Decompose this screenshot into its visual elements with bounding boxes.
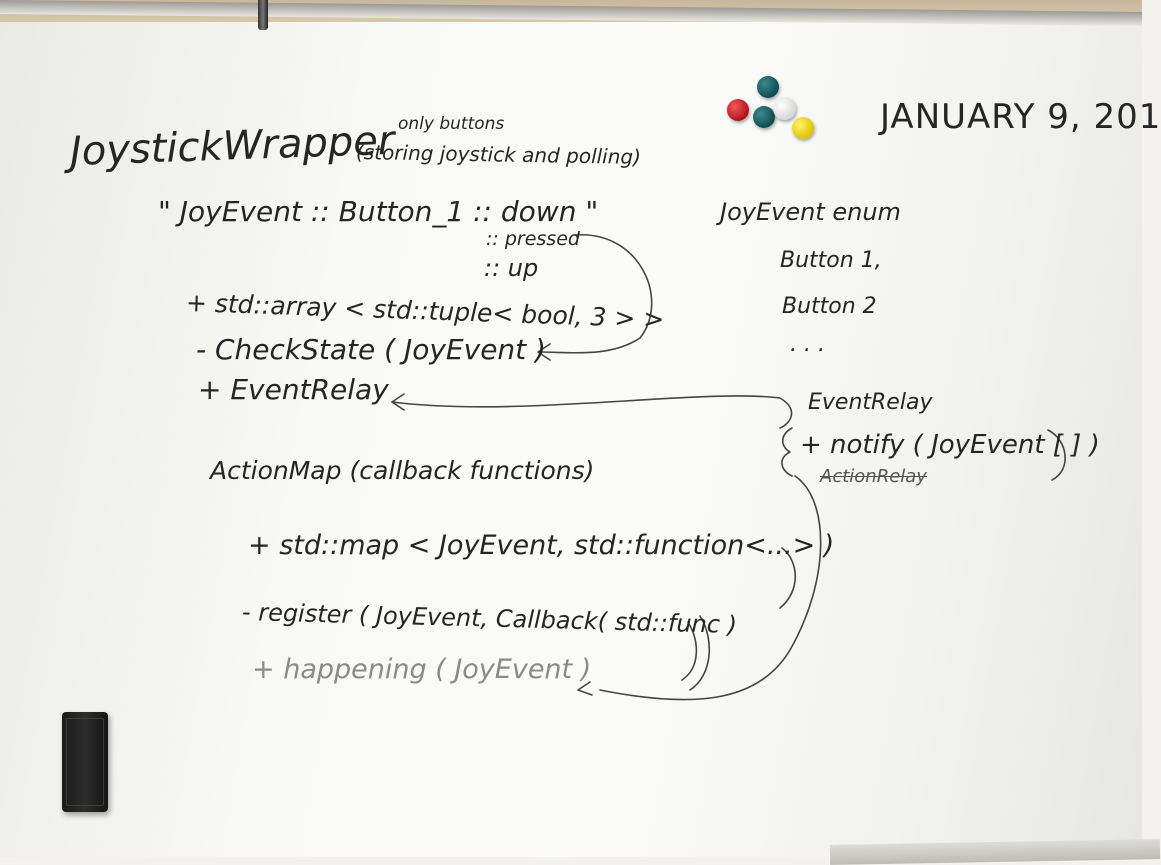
date-text: JANUARY 9, 201: [880, 97, 1161, 137]
title-note: (storing joystick and polling): [355, 140, 642, 169]
magnet-icon: [792, 117, 814, 139]
magnet-icon: [753, 106, 775, 128]
member-event-relay: + EventRelay: [198, 373, 389, 406]
magnet-icon: [757, 76, 779, 98]
arrows: [391, 234, 1066, 701]
event-relay-crossed: ActionRelay: [820, 466, 927, 487]
magnet-icon: [773, 97, 796, 120]
clip-icon: [258, 0, 268, 30]
event-name-up: :: up: [484, 254, 539, 282]
enum-item-3: . . .: [790, 332, 825, 357]
action-map-happening: + happening ( JoyEvent ): [252, 654, 592, 685]
whiteboard-title: JoystickWrapper: [69, 117, 395, 175]
title-note-top: only buttons: [398, 114, 505, 134]
magnet-icon: [727, 99, 749, 121]
event-name-line: " JoyEvent :: Button_1 :: down ": [158, 195, 599, 228]
enum-item-2: Button 2: [782, 294, 877, 319]
event-relay-notify: + notify ( JoyEvent [ ] ): [800, 430, 1100, 460]
enum-heading: JoyEvent enum: [720, 198, 901, 226]
action-map-map: + std::map < JoyEvent, std::function<...…: [248, 530, 835, 561]
event-name-pressed: :: pressed: [486, 228, 580, 250]
enum-item-1: Button 1,: [780, 248, 882, 273]
event-relay-heading: EventRelay: [808, 390, 933, 415]
action-map-heading: ActionMap (callback functions): [210, 456, 595, 485]
eraser-icon: [62, 712, 108, 812]
member-check-state: - CheckState ( JoyEvent ): [196, 333, 546, 366]
